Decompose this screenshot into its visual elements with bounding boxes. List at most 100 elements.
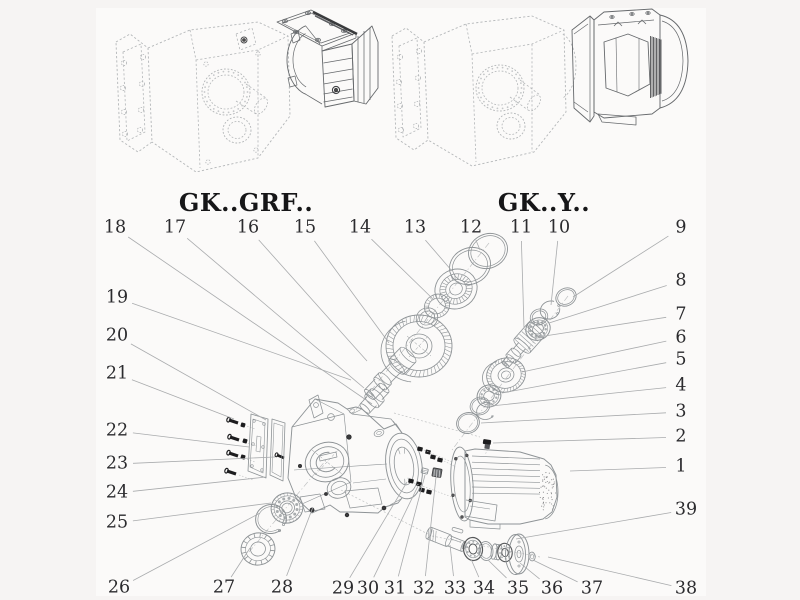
callout-37: 37 [581,579,603,599]
leader-line-30 [373,485,419,578]
part-oil-seal-ring [456,412,480,434]
leader-line-15 [314,240,390,344]
callout-22: 22 [106,421,128,441]
callout-17: 17 [164,218,186,238]
leader-line-29 [349,481,408,579]
leader-line-13 [425,239,453,272]
leader-line-32 [425,476,437,577]
part-end-washer [528,551,536,562]
leader-line-11 [521,240,525,329]
callout-12: 12 [460,218,482,238]
leader-line-9 [572,235,669,298]
leader-line-4 [490,387,667,407]
callout-24: 24 [106,483,128,503]
motor-unit [571,8,689,126]
leader-line-26 [132,512,261,581]
callout-20: 20 [106,326,128,346]
part-input-circlip [539,300,561,320]
caption-gk-y: GK..Y.. [498,188,590,217]
leader-line-34 [470,558,480,578]
leader-line-17 [186,237,365,389]
callout-8: 8 [675,271,686,291]
leader-line-28 [286,506,314,577]
part-output-shaft [425,526,467,552]
leader-line-20 [130,343,267,421]
leader-line-14 [371,238,435,301]
callout-11: 11 [510,218,532,238]
callout-27: 27 [213,578,235,598]
callout-13: 13 [404,218,426,238]
leader-line-10 [550,240,559,306]
part-input-ring [555,287,577,307]
callout-30: 30 [357,579,379,599]
callout-33: 33 [444,579,466,599]
leader-line-35 [487,559,507,579]
callout-26: 26 [108,578,130,598]
callout-19: 19 [106,288,128,308]
leader-line-24 [132,476,267,492]
callout-2: 2 [675,427,686,447]
leader-line-27 [230,547,251,578]
gearbox-dashed-outline [115,21,291,173]
motor-adapter-unit [276,9,379,108]
callout-21: 21 [106,364,128,384]
part-housing [287,382,423,518]
callout-31: 31 [384,579,406,599]
drawing-gk-y [391,8,689,167]
leader-line-25 [132,502,272,522]
part-motor [450,446,559,530]
leader-line-18 [127,236,373,405]
leader-line-19 [131,302,352,381]
leader-line-33 [449,544,454,577]
part-output-bearing [270,492,304,524]
leader-line-31 [397,474,426,577]
callout-23: 23 [106,454,128,474]
part-output-flange-disk [505,533,530,575]
leader-line-8 [548,285,667,324]
caption-gk-grf: GK..GRF.. [179,188,313,217]
leader-lines [127,235,672,586]
part-pinion-shaft [501,322,545,368]
callout-7: 7 [675,305,686,325]
callout-9: 9 [675,218,686,238]
part-gasket [269,418,286,482]
drawing-area [96,8,706,596]
callout-6: 6 [675,328,686,348]
callout-39: 39 [675,500,697,520]
part-shaft-bearing-1 [462,536,484,562]
callout-35: 35 [507,579,529,599]
callout-25: 25 [106,513,128,533]
callout-28: 28 [271,578,293,598]
leader-line-38 [547,556,672,586]
part-cover-plate [247,413,269,479]
leader-line-1 [569,467,667,472]
gearbox-dashed-outline [391,15,577,167]
leader-line-16 [258,239,368,362]
leader-line-22 [132,432,250,448]
callout-16: 16 [237,218,259,238]
callout-18: 18 [104,218,126,238]
callout-32: 32 [413,579,435,599]
leader-line-37 [532,559,578,583]
callout-34: 34 [473,579,495,599]
part-bearing-cone-rings [415,293,451,329]
leader-line-6 [521,340,667,373]
exploded-view [224,232,577,575]
leader-line-36 [519,562,540,580]
leader-line-5 [501,362,667,394]
part-output-circlip [255,504,287,534]
part-rings-top [449,232,508,286]
drawing-gk-grf [115,9,379,173]
callout-14: 14 [349,218,371,238]
part-lock-plate [240,532,276,566]
leader-line-7 [537,316,667,338]
part-bevel-gear-shaft [364,314,453,400]
callout-4: 4 [675,376,686,396]
leader-line-21 [131,379,235,420]
leader-line-23 [132,456,276,464]
callout-numbers: 1 2 3 4 5 6 7 8 9 10 11 12 13 14 15 16 1… [104,218,697,599]
part-cover-bolts [224,416,285,481]
callout-29: 29 [332,579,354,599]
leader-line-3 [480,412,667,424]
